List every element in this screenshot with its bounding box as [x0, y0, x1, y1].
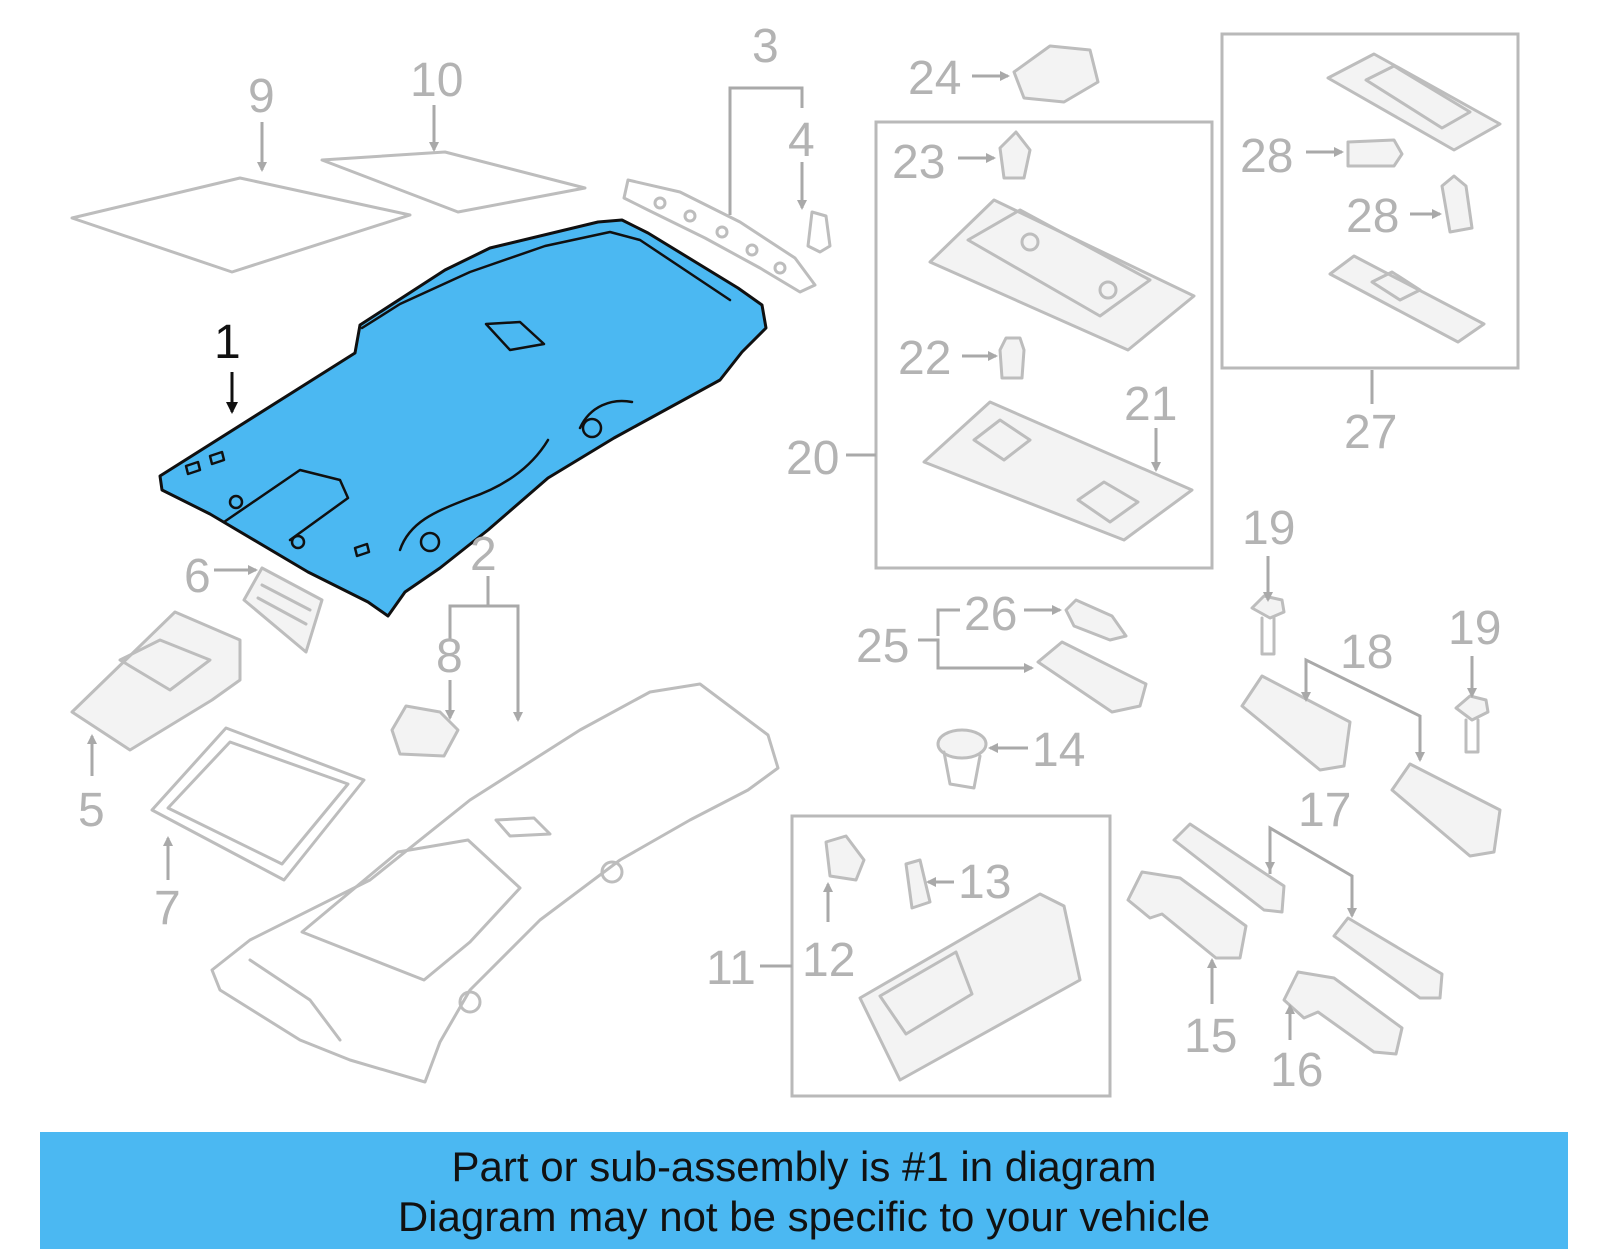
callout-28a: 28 — [1240, 130, 1293, 183]
callout-2: 2 — [470, 528, 497, 581]
part-13-clip — [904, 858, 932, 910]
part-6-cover — [242, 566, 324, 654]
group-box-27 — [1220, 32, 1520, 370]
callout-26: 26 — [964, 588, 1017, 641]
callout-9: 9 — [248, 70, 275, 123]
part-16-grip-handle — [1282, 970, 1404, 1056]
banner-line-1: Part or sub-assembly is #1 in diagram — [451, 1143, 1157, 1190]
callout-7: 7 — [154, 882, 181, 935]
callout-14: 14 — [1032, 724, 1085, 777]
callout-labels: 1 2 3 4 5 6 7 8 9 10 11 12 13 14 15 16 1… — [78, 20, 1501, 1097]
callout-17: 17 — [1298, 784, 1351, 837]
part-20-lamp-housing — [928, 198, 1196, 352]
part-27-lens — [1328, 254, 1486, 344]
callout-1: 1 — [214, 316, 241, 369]
part-1-headliner — [158, 218, 768, 618]
callout-11: 11 — [706, 942, 756, 995]
callout-24: 24 — [908, 52, 961, 105]
callout-28b: 28 — [1346, 190, 1399, 243]
callout-19a: 19 — [1242, 502, 1295, 555]
part-12-clip — [824, 834, 866, 882]
part-18-bracket-a — [1240, 674, 1352, 772]
part-5-console — [70, 610, 242, 752]
part-22-bulb — [998, 336, 1026, 380]
callout-23: 23 — [892, 136, 945, 189]
callout-4: 4 — [788, 114, 815, 167]
part-2-headliner — [210, 682, 780, 1084]
part-3-trim-strip — [622, 178, 817, 294]
part-27-lamp — [1326, 52, 1502, 152]
leader-lines — [87, 71, 1477, 1040]
part-10-insulator — [320, 150, 587, 214]
callout-22: 22 — [898, 332, 951, 385]
callout-8: 8 — [436, 630, 463, 683]
callout-19b: 19 — [1448, 602, 1501, 655]
part-23-bulb — [998, 130, 1032, 180]
callout-21: 21 — [1124, 378, 1177, 431]
callout-16: 16 — [1270, 1044, 1323, 1097]
callout-6: 6 — [184, 550, 211, 603]
part-19-screw-b — [1454, 694, 1490, 754]
part-18-bracket-b — [1390, 762, 1502, 858]
banner-line-2: Diagram may not be specific to your vehi… — [397, 1193, 1211, 1240]
callout-18: 18 — [1340, 626, 1393, 679]
info-banner: Part or sub-assembly is #1 in diagram Di… — [40, 1132, 1568, 1249]
group-box-11 — [790, 814, 1112, 1098]
part-17-bracket-b — [1332, 916, 1444, 1000]
callout-10: 10 — [410, 54, 463, 107]
callout-15: 15 — [1184, 1010, 1237, 1063]
callout-3: 3 — [752, 20, 779, 73]
part-8-clip — [390, 704, 460, 758]
part-9-insulator — [70, 176, 412, 274]
callout-12: 12 — [802, 934, 855, 987]
part-24-lamp — [1012, 44, 1100, 104]
callout-25: 25 — [856, 620, 909, 673]
part-19-screw-a — [1250, 594, 1286, 656]
part-14-fastener — [936, 728, 988, 790]
part-26-bulb — [1064, 598, 1128, 642]
part-7-frame — [150, 726, 366, 882]
part-15-grip-handle — [1126, 870, 1248, 960]
callout-27: 27 — [1344, 406, 1397, 459]
part-17-bracket-a — [1172, 822, 1286, 914]
callout-5: 5 — [78, 784, 105, 837]
callout-20: 20 — [786, 432, 839, 485]
group-box-20 — [874, 120, 1214, 570]
part-21-lens — [922, 400, 1194, 542]
part-28-bulb-a — [1346, 138, 1404, 168]
part-11-sun-visor — [858, 892, 1082, 1082]
part-25-lamp — [1036, 640, 1148, 714]
part-28-bulb-b — [1440, 174, 1474, 234]
callout-13: 13 — [958, 856, 1011, 909]
part-4-clip — [806, 210, 832, 254]
